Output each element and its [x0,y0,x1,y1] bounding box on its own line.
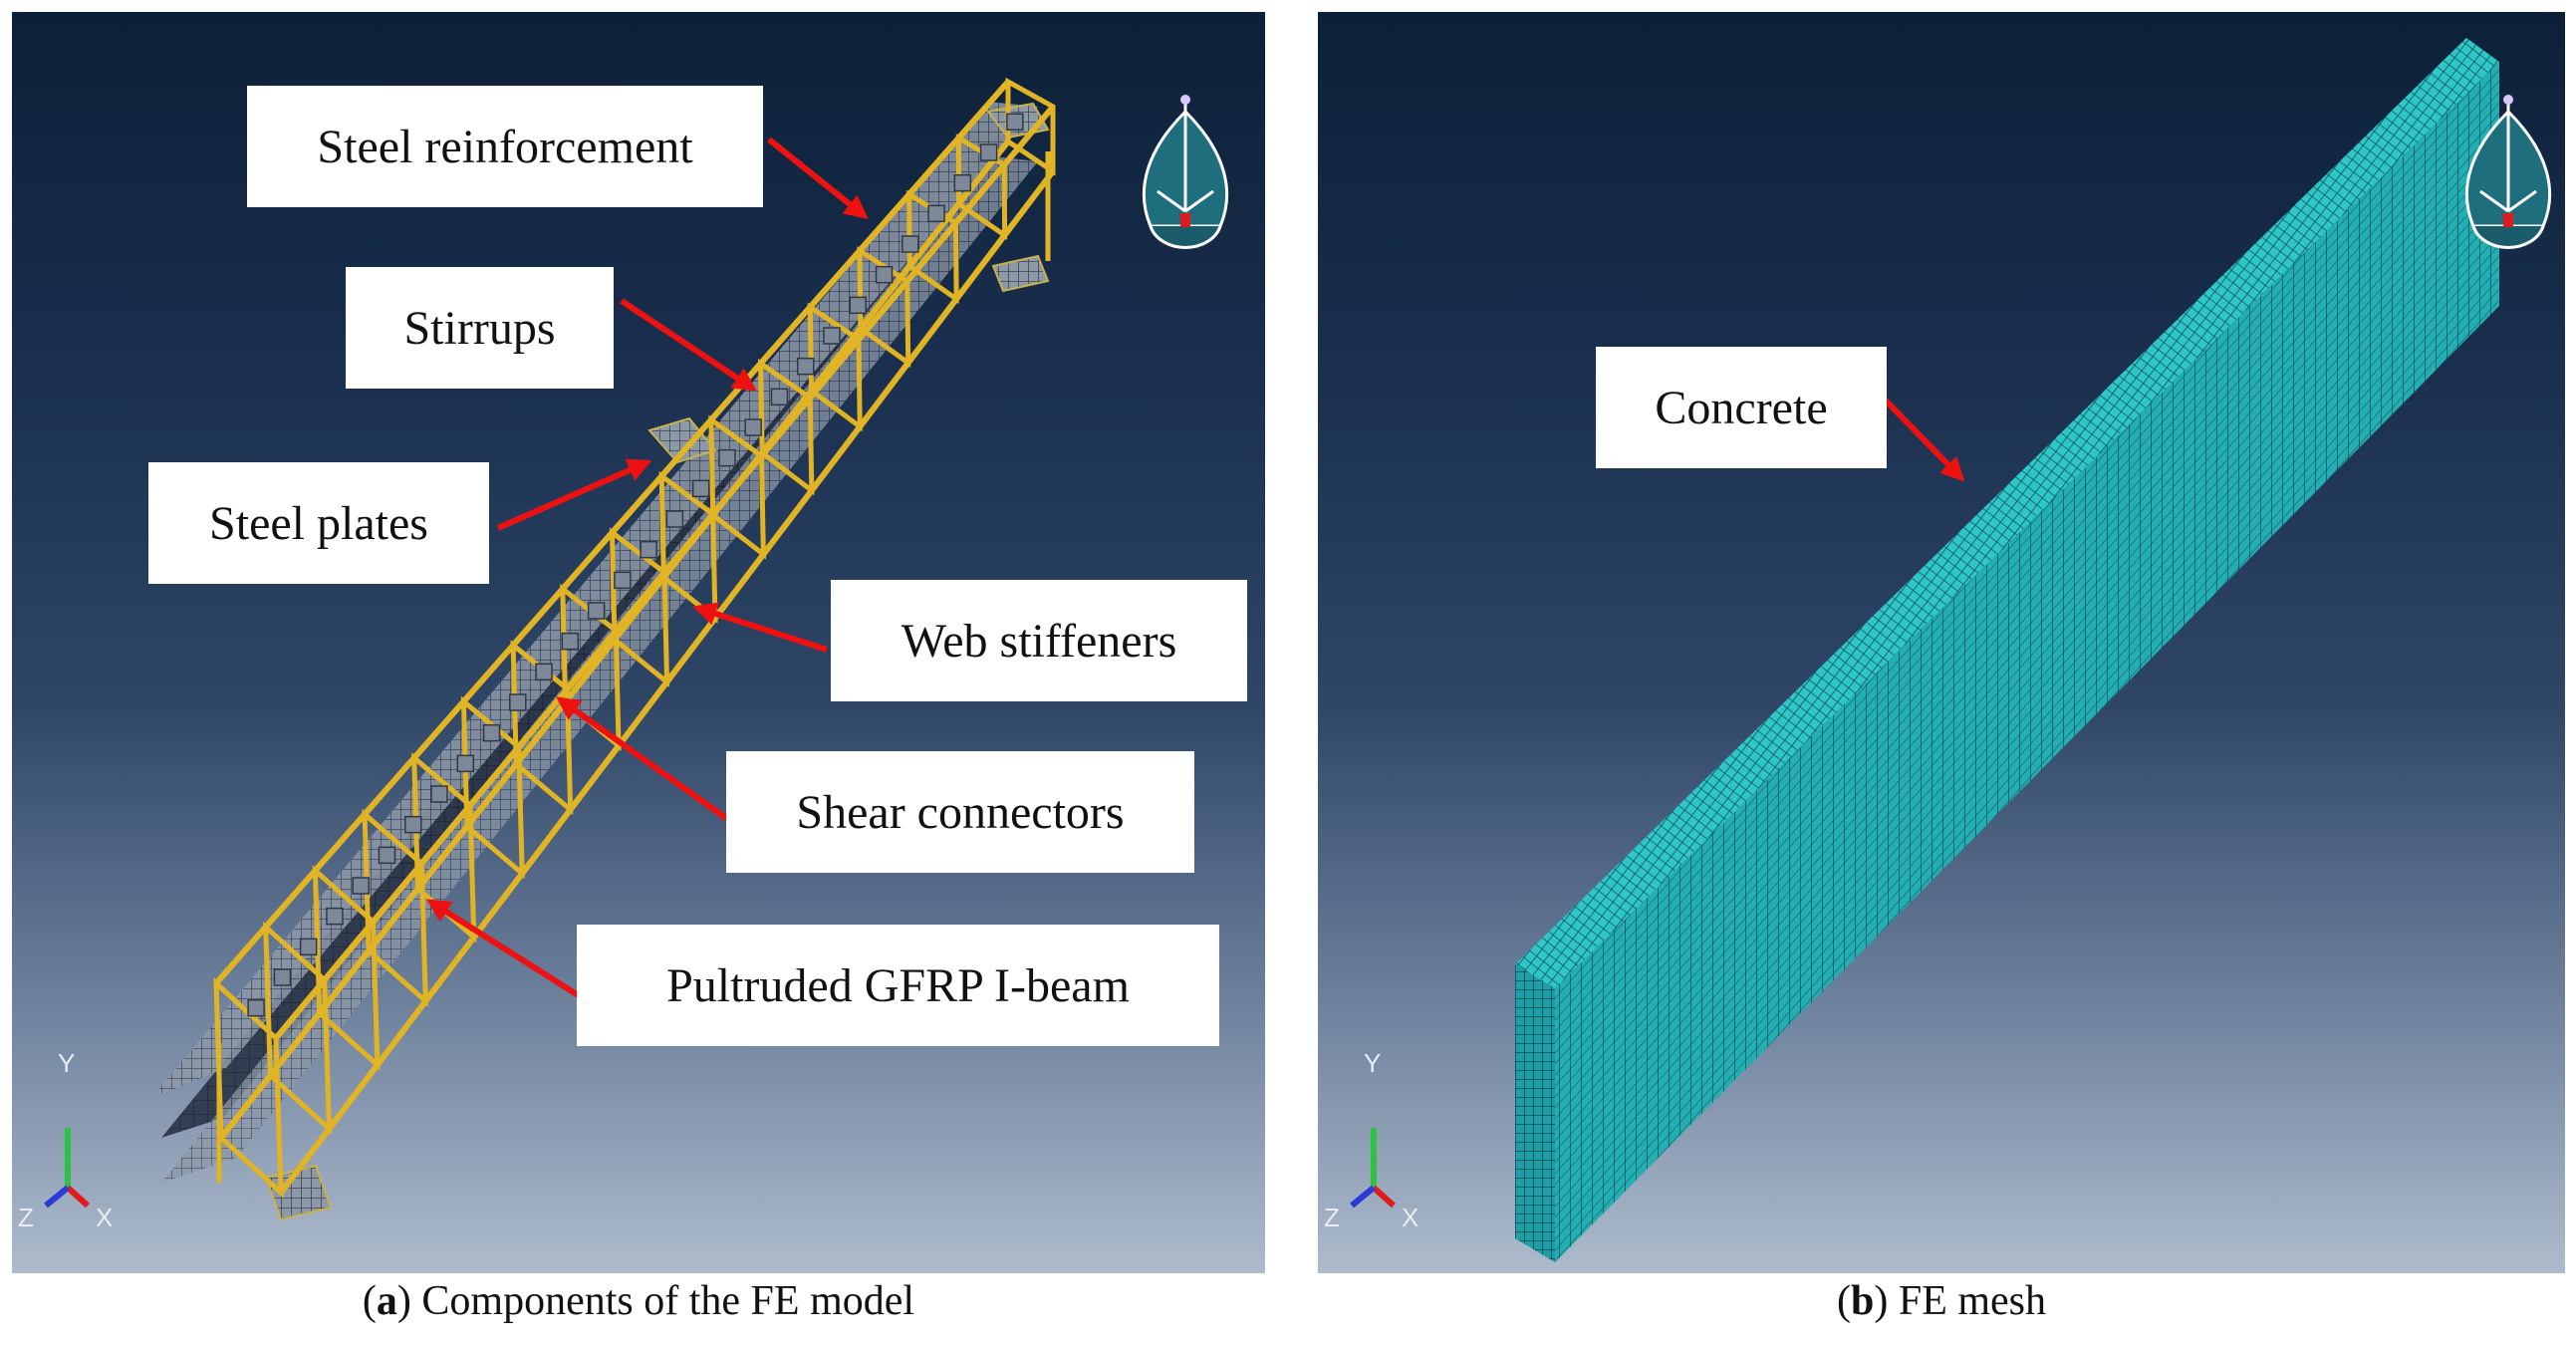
shear-connector-block [927,204,945,223]
shear-connector-block [875,265,894,284]
shear-connector-block [326,907,344,926]
panel-b-fe-mesh: Y Z X Concrete [1318,12,2565,1273]
shear-connector-block [849,296,868,315]
label-steel-plates: Steel plates [148,462,489,584]
fe-mesh-scene [1350,38,2551,1262]
shear-connector-block [561,632,580,651]
shear-connector-block [352,877,370,895]
label-web-stiffeners: Web stiffeners [831,580,1247,701]
shear-connector-block [718,448,736,467]
caption-panel-b: (b) FE mesh [1836,1278,2047,1324]
shear-connector-block [691,479,710,498]
shear-connector-block [823,327,841,345]
shear-connector-block [273,968,292,986]
view-cube-icon [1143,95,1228,249]
shear-connector-block [378,846,396,865]
caption-panel-a-letter: a [376,1278,397,1324]
axis-label-x: X [1402,1203,1419,1232]
stirrup-hoop [411,752,477,944]
beam-end-face [1515,964,1555,1262]
stirrup-hoop [263,921,333,1135]
label-stirrups: Stirrups [346,267,614,389]
shear-connector-block [902,235,919,253]
view-cube-icon [2465,95,2551,249]
panel-a-fe-model-components: Y Z X Steel reinforcement Stirrups Steel… [12,12,1265,1273]
shear-connector-block [456,754,475,773]
shear-connector-block [614,571,632,590]
label-shear-connectors: Shear connectors [726,751,1194,873]
shear-connectors [247,113,1024,1017]
shear-connector-block [509,693,527,711]
shear-connector-block [430,785,448,803]
shear-connector-block [247,998,265,1017]
stirrup-hoop [708,414,766,560]
shear-connector-block [535,663,553,681]
shear-connector-block [640,540,657,559]
shear-connector-block [587,602,606,620]
shear-connector-block [665,510,684,528]
caption-panel-b-text: FE mesh [1898,1278,2047,1324]
stirrup-hoop [460,695,525,880]
axis-label-z: Z [1324,1203,1340,1232]
shear-connector-block [979,143,998,161]
concrete-beam-mesh [1515,38,2499,1262]
axis-triad-icon [1350,1128,1397,1209]
fe-model-components-scene [44,77,1228,1221]
axis-label-y: Y [58,1048,76,1078]
shear-connector-block [403,815,422,834]
axis-label-x: X [96,1203,114,1232]
stirrup-hoop [312,865,381,1071]
beam-side-face [1555,62,2499,1262]
shear-connector-block [796,357,815,376]
axis-label-z: Z [18,1203,34,1232]
shear-connector-block [744,418,762,436]
support-ends [216,151,1051,1183]
shear-connector-block [482,723,501,742]
caption-panel-b-letter: b [1850,1278,1875,1324]
red-arrow-icon [425,136,869,999]
caption-panel-a-text: Components of the FE model [421,1278,915,1324]
beam-top-face [1515,38,2499,988]
label-pultruded-gfrp-i-beam: Pultruded GFRP I-beam [577,925,1219,1046]
shear-connector-block [1006,113,1024,132]
axis-triad-icon [44,1128,91,1209]
stirrup-hoop [362,808,428,1007]
shear-connector-block [770,388,789,406]
label-concrete: Concrete [1596,347,1887,468]
stirrup-hoop [609,527,670,687]
label-steel-reinforcement: Steel reinforcement [247,86,763,207]
caption-panel-a: (a) Components of the FE model [362,1278,915,1324]
shear-connector-block [299,938,318,956]
shear-connector-block [953,173,972,192]
red-arrow-icon [1883,398,1965,482]
axis-label-y: Y [1364,1048,1382,1078]
